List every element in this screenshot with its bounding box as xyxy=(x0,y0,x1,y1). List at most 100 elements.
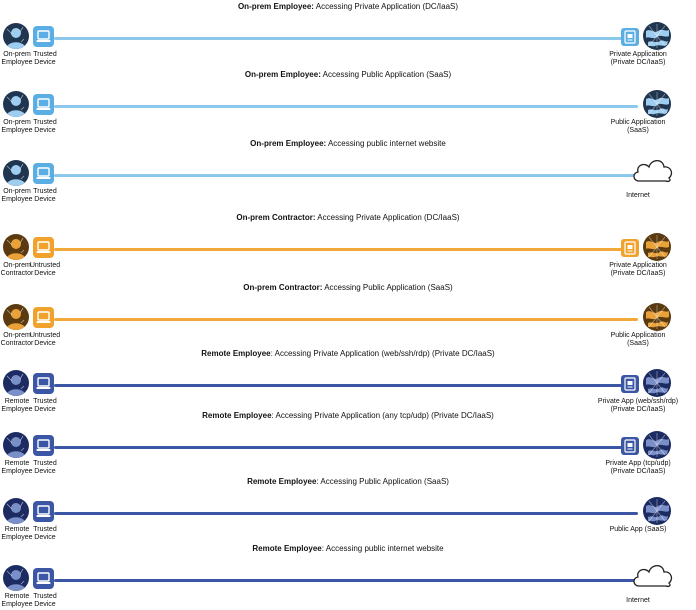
application-globe-icon xyxy=(643,497,671,525)
laptop-device-icon xyxy=(33,94,54,115)
scenario-title-actor: On-prem Employee: xyxy=(244,70,321,79)
scenario-title: On-prem Employee: Accessing public inter… xyxy=(0,139,696,149)
connection-line xyxy=(54,512,638,515)
destination-label: Private App (web/ssh/rdp)(Private DC/Iaa… xyxy=(597,398,679,413)
scenario-row: On-prem Employee: Accessing Private Appl… xyxy=(0,2,696,68)
scenario-title: On-prem Employee: Accessing Public Appli… xyxy=(0,70,696,80)
scenario-title-description: Accessing public internet website xyxy=(326,139,446,148)
laptop-device-icon xyxy=(33,26,54,47)
destination-label: Private Application(Private DC/IaaS) xyxy=(609,51,667,66)
connection-line xyxy=(54,318,638,321)
scenario-title-description: Accessing Private Application (DC/IaaS) xyxy=(315,213,460,222)
scenario-title-description: : Accessing Private Application (any tcp… xyxy=(271,411,494,420)
scenario-title-description: : Accessing Public Application (SaaS) xyxy=(316,477,449,486)
application-globe-icon xyxy=(643,90,671,118)
destination-label: Public Application(SaaS) xyxy=(610,119,666,134)
scenario-row: On-prem Contractor: Accessing Private Ap… xyxy=(0,213,696,279)
destination-label: Internet xyxy=(626,192,650,199)
connection-line xyxy=(54,37,638,40)
scenario-title-description: : Accessing Private Application (web/ssh… xyxy=(270,349,495,358)
connection-line xyxy=(54,174,638,177)
user-avatar-icon xyxy=(3,565,29,591)
scenario-title: Remote Employee: Accessing Private Appli… xyxy=(0,411,696,421)
scenario-title-description: Accessing Public Application (SaaS) xyxy=(320,70,452,79)
laptop-device-icon xyxy=(33,435,54,456)
application-globe-icon xyxy=(643,303,671,331)
laptop-device-icon xyxy=(33,568,54,589)
destination-label: Internet xyxy=(626,597,650,604)
laptop-device-icon xyxy=(33,307,54,328)
laptop-device-icon xyxy=(33,501,54,522)
app-gateway-icon xyxy=(621,375,639,393)
scenario-row: On-prem Contractor: Accessing Public App… xyxy=(0,283,696,349)
scenario-row: On-prem Employee: Accessing public inter… xyxy=(0,139,696,205)
laptop-device-icon xyxy=(33,237,54,258)
scenario-title-actor: Remote Employee xyxy=(201,349,271,358)
user-avatar-icon xyxy=(3,160,29,186)
scenario-title-description: : Accessing public internet website xyxy=(321,544,444,553)
destination-label: Private App (tcp/udp)(Private DC/IaaS) xyxy=(605,460,671,475)
scenario-title: On-prem Contractor: Accessing Public App… xyxy=(0,283,696,293)
app-gateway-icon xyxy=(621,28,639,46)
scenario-title-description: Accessing Private Application (DC/IaaS) xyxy=(313,2,459,11)
scenario-title: Remote Employee: Accessing public intern… xyxy=(0,544,696,554)
laptop-device-icon xyxy=(33,163,54,184)
scenario-row: Remote Employee: Accessing Public Applic… xyxy=(0,477,696,543)
scenario-row: On-prem Employee: Accessing Public Appli… xyxy=(0,70,696,136)
scenario-row: Remote Employee: Accessing public intern… xyxy=(0,544,696,610)
user-avatar-icon xyxy=(3,370,29,396)
scenario-row: Remote Employee: Accessing Private Appli… xyxy=(0,349,696,415)
connection-line xyxy=(54,248,638,251)
connection-line xyxy=(54,384,638,387)
scenario-title: Remote Employee: Accessing Public Applic… xyxy=(0,477,696,487)
scenario-title-actor: Remote Employee xyxy=(202,411,272,420)
scenario-title-actor: Remote Employee xyxy=(252,544,322,553)
destination-label: Private Application(Private DC/IaaS) xyxy=(609,262,667,277)
scenario-title-actor: On-prem Employee: xyxy=(250,139,327,148)
user-avatar-icon xyxy=(3,91,29,117)
scenario-row: Remote Employee: Accessing Private Appli… xyxy=(0,411,696,477)
scenario-title-description: Accessing Public Application (SaaS) xyxy=(322,283,453,292)
scenario-title-actor: Remote Employee xyxy=(247,477,317,486)
destination-label: Public App (SaaS) xyxy=(609,526,667,533)
app-gateway-icon xyxy=(621,437,639,455)
scenario-title: On-prem Employee: Accessing Private Appl… xyxy=(0,2,696,12)
connection-line xyxy=(54,579,638,582)
user-avatar-icon xyxy=(3,432,29,458)
app-gateway-icon xyxy=(621,239,639,257)
connection-line xyxy=(54,105,638,108)
application-globe-icon xyxy=(643,233,671,261)
connection-line xyxy=(54,446,638,449)
internet-cloud-icon xyxy=(630,154,676,189)
destination-label: Public Application(SaaS) xyxy=(610,332,666,347)
internet-cloud-icon xyxy=(630,559,676,594)
application-globe-icon xyxy=(643,22,671,50)
scenario-title: Remote Employee: Accessing Private Appli… xyxy=(0,349,696,359)
laptop-device-icon xyxy=(33,373,54,394)
scenario-title: On-prem Contractor: Accessing Private Ap… xyxy=(0,213,696,223)
user-avatar-icon xyxy=(3,23,29,49)
scenario-title-actor: On-prem Contractor: xyxy=(236,213,316,222)
application-globe-icon xyxy=(643,369,671,397)
user-avatar-icon xyxy=(3,498,29,524)
application-globe-icon xyxy=(643,431,671,459)
user-avatar-icon xyxy=(3,234,29,260)
user-avatar-icon xyxy=(3,304,29,330)
